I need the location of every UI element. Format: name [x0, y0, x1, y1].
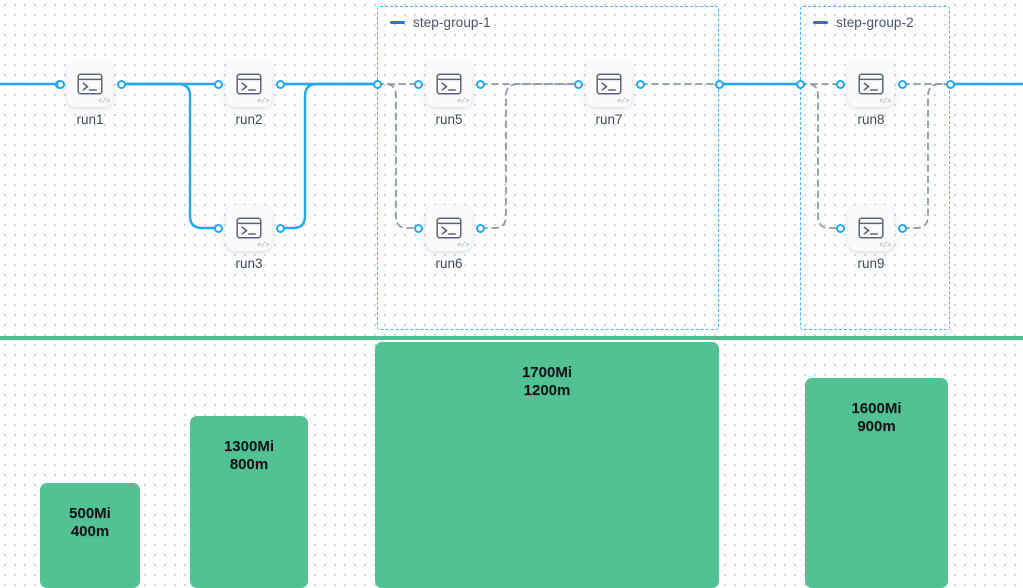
step-group-header[interactable]: step-group-1	[390, 15, 491, 30]
node-input-port[interactable]	[413, 223, 423, 233]
node-input-port[interactable]	[213, 223, 223, 233]
node-label: run5	[435, 112, 463, 127]
step-group-box[interactable]: step-group-1	[377, 6, 719, 330]
terminal-icon	[858, 217, 884, 239]
resource-bar: 1600Mi 900m	[805, 378, 948, 588]
resource-bar-label: 1600Mi 900m	[851, 400, 902, 436]
node-output-port[interactable]	[635, 79, 645, 89]
resource-bar: 1300Mi 800m	[190, 416, 308, 588]
edge-port-left-entry[interactable]	[55, 79, 65, 89]
resource-bar: 500Mi 400m	[40, 483, 140, 588]
node-card[interactable]: </>	[226, 61, 272, 107]
node-input-port[interactable]	[213, 79, 223, 89]
edge-port-group1-exit[interactable]	[714, 79, 724, 89]
edge-run9-g2exit	[902, 83, 951, 229]
edge-run6-run7	[480, 83, 579, 229]
terminal-icon	[436, 217, 462, 239]
edge-g1entry-run6	[376, 83, 420, 229]
code-icon[interactable]: </>	[98, 98, 110, 106]
solid-edges	[0, 82, 1023, 230]
node-input-port[interactable]	[835, 79, 845, 89]
node-card[interactable]: </>	[586, 61, 632, 107]
threshold-divider	[0, 336, 1023, 340]
node-label: run9	[857, 256, 885, 271]
code-icon[interactable]: </>	[879, 98, 891, 106]
node-output-port[interactable]	[897, 79, 907, 89]
edge-port-group2-exit[interactable]	[945, 79, 955, 89]
step-group-header[interactable]: step-group-2	[813, 15, 914, 30]
edge-run3-group1	[279, 82, 379, 230]
node-card[interactable]: </>	[426, 205, 472, 251]
terminal-icon	[858, 73, 884, 95]
terminal-icon	[436, 73, 462, 95]
step-group-label: step-group-2	[836, 15, 914, 30]
terminal-icon	[596, 73, 622, 95]
code-icon[interactable]: </>	[879, 242, 891, 250]
resource-bar-label: 1700Mi 1200m	[521, 364, 573, 400]
node-label: run3	[235, 256, 263, 271]
node-input-port[interactable]	[835, 223, 845, 233]
node-output-port[interactable]	[475, 223, 485, 233]
step-group-label: step-group-1	[413, 15, 491, 30]
resource-bar: 1700Mi 1200m	[375, 342, 719, 588]
node-label: run7	[595, 112, 623, 127]
node-label: run2	[235, 112, 263, 127]
node-input-port[interactable]	[413, 79, 423, 89]
code-icon[interactable]: </>	[257, 98, 269, 106]
terminal-icon	[77, 73, 103, 95]
node-card[interactable]: </>	[848, 61, 894, 107]
node-output-port[interactable]	[897, 223, 907, 233]
code-icon[interactable]: </>	[457, 242, 469, 250]
node-label: run1	[76, 112, 104, 127]
resource-bar-label: 1300Mi 800m	[223, 438, 275, 474]
code-icon[interactable]: </>	[257, 242, 269, 250]
node-label: run8	[857, 112, 885, 127]
node-label: run6	[435, 256, 463, 271]
step-group-box[interactable]: step-group-2	[800, 6, 950, 330]
node-output-port[interactable]	[116, 79, 126, 89]
code-icon[interactable]: </>	[457, 98, 469, 106]
node-input-port[interactable]	[573, 79, 583, 89]
minus-icon[interactable]	[390, 21, 405, 24]
node-output-port[interactable]	[275, 223, 285, 233]
dashed-edges	[376, 83, 951, 229]
node-output-port[interactable]	[475, 79, 485, 89]
edge-g2entry-run9	[799, 83, 841, 229]
edge-port-group1-entry[interactable]	[372, 79, 382, 89]
minus-icon[interactable]	[813, 21, 828, 24]
node-card[interactable]: </>	[226, 205, 272, 251]
code-icon[interactable]: </>	[617, 98, 629, 106]
edge-port-group2-entry[interactable]	[795, 79, 805, 89]
resource-bar-label: 500Mi 400m	[69, 505, 111, 541]
terminal-icon	[236, 73, 262, 95]
node-card[interactable]: </>	[426, 61, 472, 107]
edge-run1-run3	[118, 82, 220, 230]
node-output-port[interactable]	[275, 79, 285, 89]
terminal-icon	[236, 217, 262, 239]
node-card[interactable]: </>	[67, 61, 113, 107]
node-card[interactable]: </>	[848, 205, 894, 251]
